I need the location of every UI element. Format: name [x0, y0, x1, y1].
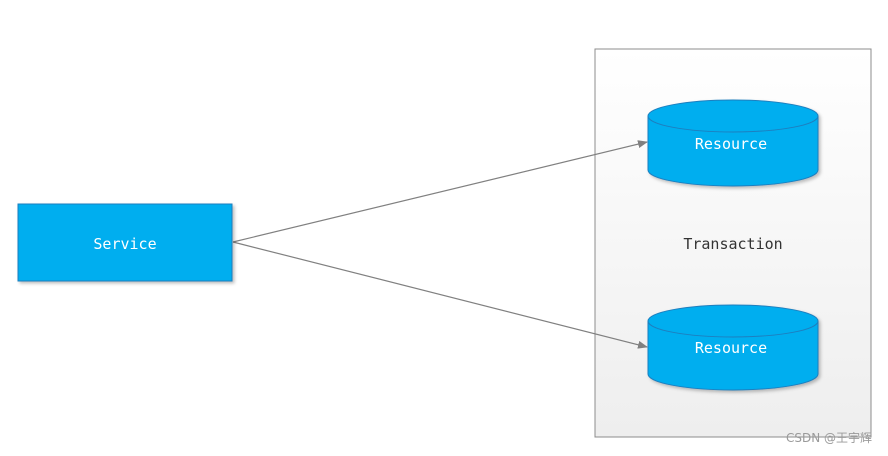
resource-database-top [647, 99, 819, 187]
transaction-label: Transaction [683, 235, 782, 253]
service-node: Service [17, 203, 233, 282]
resource-label-top: Resource [695, 135, 767, 153]
service-label: Service [93, 235, 156, 253]
watermark: CSDN @王宇辉 [785, 431, 872, 445]
resource-label-bottom: Resource [695, 339, 767, 357]
resource-database-bottom [647, 304, 819, 391]
arrow-service-to-resource-bottom [232, 241, 648, 349]
arrow-service-to-resource-top [232, 140, 648, 243]
